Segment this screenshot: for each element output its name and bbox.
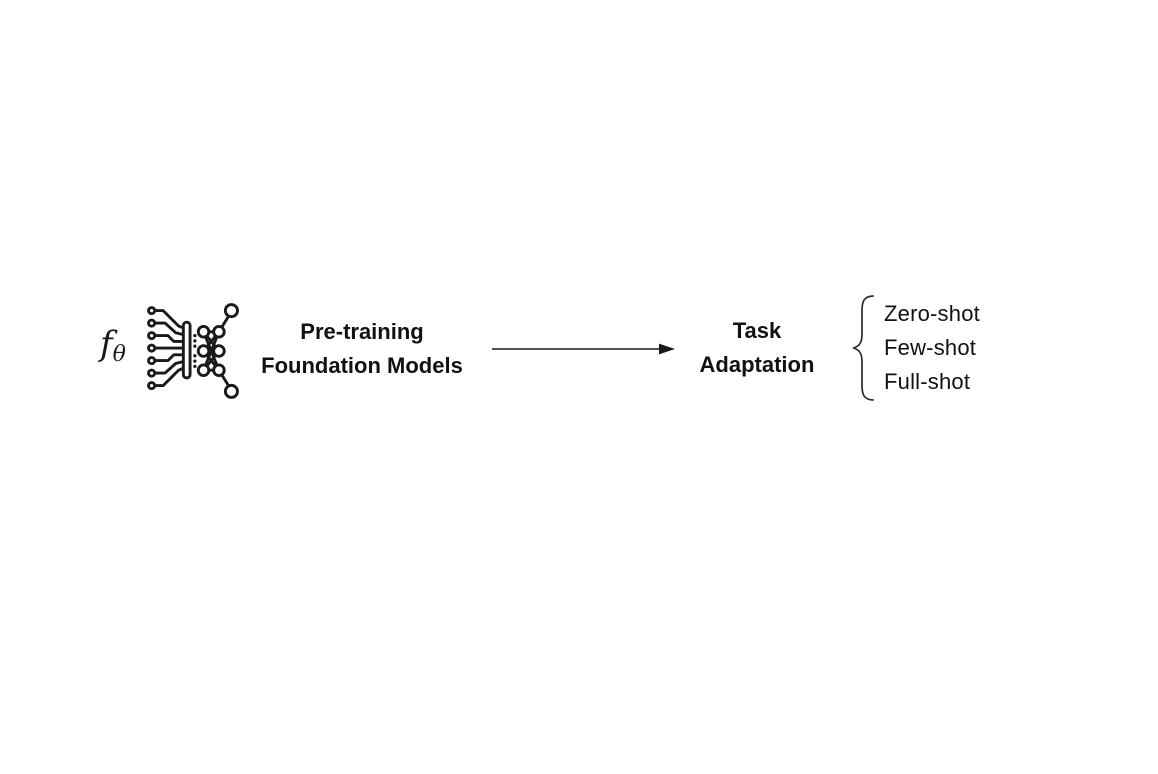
adaptation-modes-list: Zero-shot Few-shot Full-shot bbox=[884, 297, 980, 399]
task-adaptation-label: Task Adaptation bbox=[657, 314, 857, 382]
neural-network-icon bbox=[142, 301, 242, 401]
flow-arrow-icon bbox=[491, 340, 676, 358]
arrow-svg bbox=[492, 343, 675, 355]
curly-brace-icon bbox=[850, 293, 878, 403]
pretraining-label: Pre-training Foundation Models bbox=[212, 315, 512, 383]
pretraining-label-line1: Pre-training bbox=[300, 319, 424, 344]
task-label-line1: Task bbox=[732, 318, 782, 343]
task-label-line2: Adaptation bbox=[699, 352, 815, 377]
list-item-full-shot: Full-shot bbox=[884, 369, 971, 394]
model-symbol: fθ bbox=[100, 324, 126, 368]
model-symbol-f: f bbox=[100, 324, 113, 364]
pretraining-label-line2: Foundation Models bbox=[261, 353, 463, 378]
model-symbol-theta: θ bbox=[112, 342, 126, 368]
neural-network-icon-svg bbox=[147, 303, 239, 399]
list-item-zero-shot: Zero-shot bbox=[884, 301, 980, 326]
list-item-few-shot: Few-shot bbox=[884, 335, 977, 360]
